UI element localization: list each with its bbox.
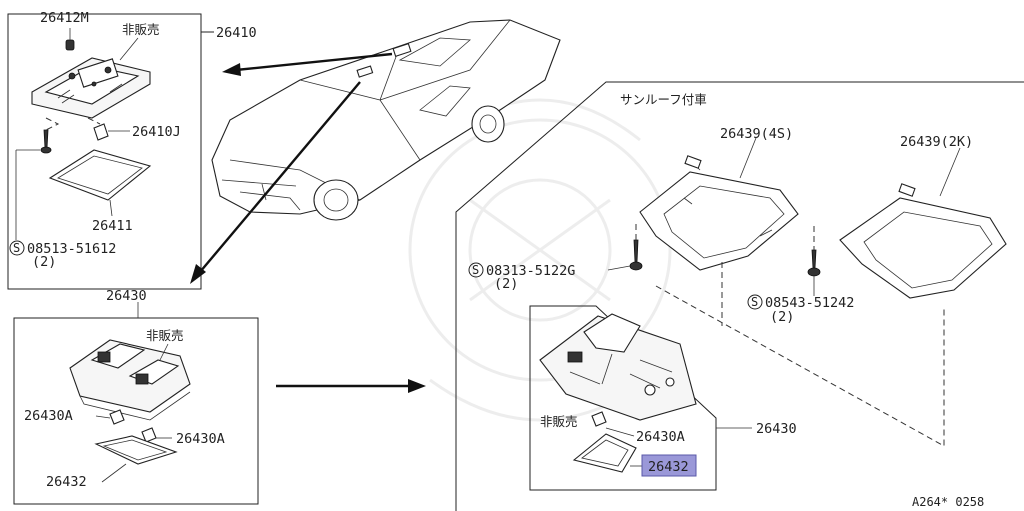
lens-26432-right bbox=[572, 433, 637, 473]
leader-non-sale-top bbox=[119, 37, 139, 61]
s-symbol-icon bbox=[9, 240, 25, 256]
label-sunroof: サンルーフ付車 bbox=[620, 92, 707, 107]
leader-non-sale-left bbox=[159, 343, 169, 361]
s-symbol-icon-3 bbox=[747, 294, 763, 310]
label-26410j: 26410J bbox=[132, 124, 181, 140]
box-frame bbox=[7, 13, 202, 290]
leader-26430a-right bbox=[605, 427, 635, 437]
sunroof-section: サンルーフ付車 bbox=[455, 81, 1024, 511]
attach-dash-top bbox=[45, 117, 60, 131]
roof-lamp-rear bbox=[356, 65, 374, 78]
reference-code: A264* 0258 bbox=[912, 495, 984, 509]
leader-non-sale-right bbox=[601, 353, 613, 385]
lamp-box-right bbox=[529, 305, 752, 491]
section-frame bbox=[455, 81, 1024, 511]
label-screw-right1-qty: (2) bbox=[494, 276, 518, 292]
label-26430-left: 26430 bbox=[106, 288, 147, 304]
s-symbol: S bbox=[13, 241, 20, 255]
attach-dash-top-2 bbox=[87, 117, 101, 125]
leader-26439-2k bbox=[939, 147, 961, 197]
label-26412m: 26412M bbox=[40, 10, 89, 26]
arrow-to-left-box bbox=[190, 81, 361, 284]
label-screw-top: 08513-51612 bbox=[27, 241, 116, 257]
label-non-sale-top: 非販売 bbox=[122, 22, 160, 37]
label-non-sale-right: 非販売 bbox=[540, 414, 578, 429]
watermark-emblem bbox=[408, 98, 672, 422]
highlight-26432 bbox=[641, 454, 697, 477]
svg-text:S: S bbox=[472, 263, 479, 277]
screw-top bbox=[40, 129, 52, 154]
label-26432-left: 26432 bbox=[46, 474, 87, 490]
leader-26432-left bbox=[101, 463, 127, 483]
label-non-sale-left: 非販売 bbox=[146, 328, 184, 343]
screw-right1 bbox=[629, 239, 643, 271]
svg-text:S: S bbox=[751, 295, 758, 309]
arrow-to-right-box bbox=[276, 379, 426, 393]
label-26430-right: 26430 bbox=[756, 421, 797, 437]
car-illustration bbox=[211, 19, 561, 221]
lens-26432-left bbox=[94, 435, 178, 465]
room-lamp-housing-right bbox=[539, 313, 697, 421]
screw-code-right1: S 08313-5122G (2) bbox=[468, 262, 575, 292]
screw-code-right2: S 08543-51242 (2) bbox=[747, 294, 854, 325]
dash-connector bbox=[655, 285, 945, 447]
bracket-26439-4s bbox=[639, 155, 799, 271]
arrow-to-top-box bbox=[222, 52, 393, 76]
label-screw-top-qty: (2) bbox=[32, 254, 56, 270]
lens-26411 bbox=[48, 149, 152, 201]
front-wheel bbox=[313, 179, 359, 221]
screw-code-top: S 08513-51612 (2) bbox=[9, 240, 116, 270]
leader-screw-right1 bbox=[607, 265, 631, 271]
label-26432-right: 26432 bbox=[648, 459, 689, 475]
label-26439-2k: 26439(2K) bbox=[900, 134, 973, 150]
screw-right2 bbox=[807, 249, 821, 277]
label-26430a-left1: 26430A bbox=[24, 408, 73, 424]
label-screw-right2: 08543-51242 bbox=[765, 295, 854, 311]
bulb-26430a-left1 bbox=[109, 409, 125, 425]
bulb-26412m bbox=[65, 39, 75, 51]
bottom-left-box: 26430 非販売 26430A 26430A 26432 bbox=[13, 288, 259, 505]
leader-26439-4s bbox=[739, 137, 757, 179]
map-lamp-housing bbox=[31, 57, 151, 119]
label-screw-right1: 08313-5122G bbox=[486, 263, 575, 279]
roof-lamp-front bbox=[392, 43, 412, 57]
label-screw-right2-qty: (2) bbox=[770, 309, 794, 325]
box-frame-2 bbox=[13, 317, 259, 505]
rear-wheel bbox=[471, 105, 505, 143]
label-26430a-right: 26430A bbox=[636, 429, 685, 445]
leader-26411 bbox=[109, 199, 113, 217]
label-26411: 26411 bbox=[92, 218, 133, 234]
label-26430a-left2: 26430A bbox=[176, 431, 225, 447]
room-lamp-housing-left bbox=[69, 339, 191, 421]
top-left-box: 26412M 非販売 26410 26410J 26411 S 08513-51… bbox=[7, 10, 257, 290]
label-26410: 26410 bbox=[216, 25, 257, 41]
bulb-26410j bbox=[93, 123, 109, 141]
bracket-26439-2k bbox=[839, 183, 1007, 299]
label-26439-4s: 26439(4S) bbox=[720, 126, 793, 142]
s-symbol-icon-2 bbox=[468, 262, 484, 278]
bulb-26430a-right bbox=[591, 411, 607, 427]
